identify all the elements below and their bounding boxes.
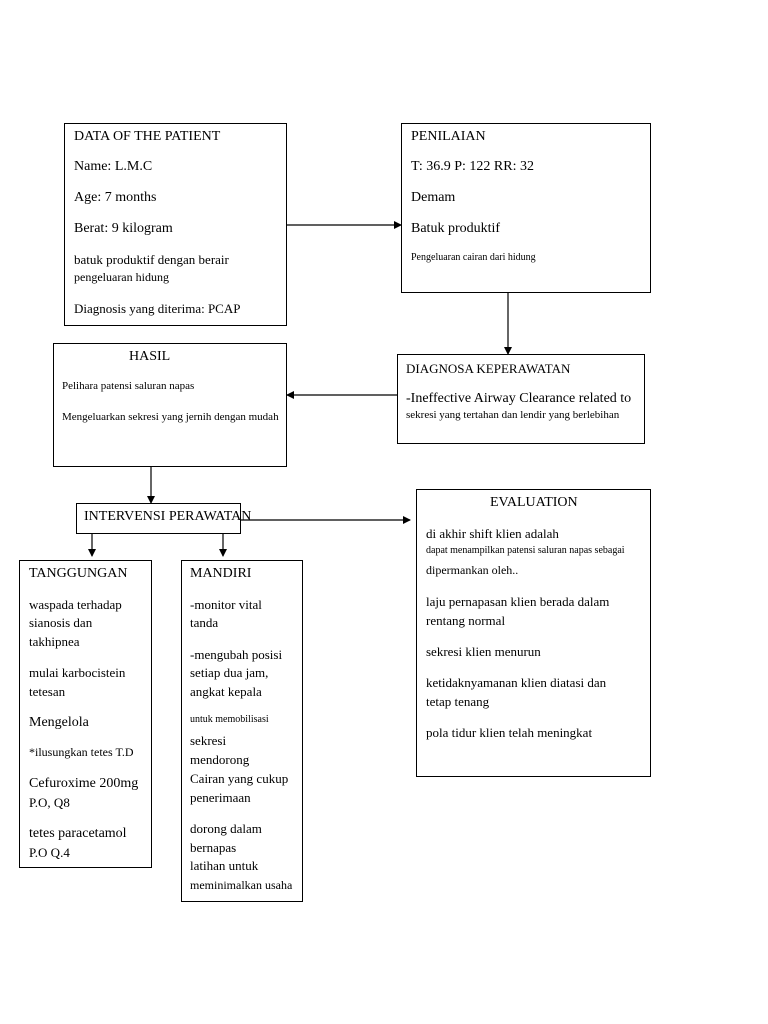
patient-complaint-1: batuk produktif dengan berair <box>74 252 229 267</box>
independent-line: Cairan yang cukup <box>190 771 289 786</box>
evaluation-line: tetap tenang <box>426 694 490 709</box>
intervention-box: INTERVENSI PERAWATAN <box>76 503 251 534</box>
patient-age: Age: 7 months <box>74 190 157 205</box>
outcome-line-2: Mengeluarkan sekresi yang jernih dengan … <box>62 411 279 423</box>
dependent-line: tetes paracetamol <box>29 826 127 841</box>
independent-line: sekresi <box>190 733 227 748</box>
evaluation-box: EVALUATION di akhir shift klien adalah d… <box>416 489 651 777</box>
nursing-diagnosis-title: DIAGNOSA KEPERAWATAN <box>406 361 571 376</box>
evaluation-line: ketidaknyamanan klien diatasi dan <box>426 675 607 690</box>
independent-line: latihan untuk <box>190 858 259 873</box>
dependent-title: TANGGUNGAN <box>29 566 128 581</box>
dependent-line: *ilusungkan tetes T.D <box>29 745 134 759</box>
nursing-diagnosis-box: DIAGNOSA KEPERAWATAN -Ineffective Airway… <box>397 354 645 444</box>
assessment-item-fever: Demam <box>411 190 456 205</box>
evaluation-line: sekresi klien menurun <box>426 644 541 659</box>
assessment-item-cough: Batuk produktif <box>411 221 501 236</box>
evaluation-title: EVALUATION <box>490 495 578 510</box>
independent-title: MANDIRI <box>190 566 252 581</box>
evaluation-line: laju pernapasan klien berada dalam <box>426 594 610 609</box>
dependent-line: waspada terhadap <box>29 597 122 612</box>
independent-line: -mengubah posisi <box>190 647 283 662</box>
independent-line: penerimaan <box>190 790 251 805</box>
assessment-vitals: T: 36.9 P: 122 RR: 32 <box>411 159 534 174</box>
dependent-line: tetesan <box>29 684 66 699</box>
dependent-line: sianosis dan <box>29 615 93 630</box>
independent-line: mendorong <box>190 752 250 767</box>
dependent-line: Cefuroxime 200mg <box>29 776 139 791</box>
dependent-line: P.O, Q8 <box>29 795 70 810</box>
patient-complaint-2: pengeluaran hidung <box>74 270 169 284</box>
patient-diagnosis: Diagnosis yang diterima: PCAP <box>74 301 241 316</box>
patient-data-box: DATA OF THE PATIENT Name: L.M.C Age: 7 m… <box>64 123 287 326</box>
dependent-line: mulai karbocistein <box>29 665 126 680</box>
evaluation-line: dipermankan oleh.. <box>426 563 519 577</box>
evaluation-line: pola tidur klien telah meningkat <box>426 725 593 740</box>
nursing-diagnosis-line-1: -Ineffective Airway Clearance related to <box>406 391 632 406</box>
independent-line: setiap dua jam, <box>190 665 269 680</box>
assessment-box: PENILAIAN T: 36.9 P: 122 RR: 32 Demam Ba… <box>401 123 651 293</box>
independent-box: MANDIRI -monitor vital tanda -mengubah p… <box>181 560 303 902</box>
evaluation-line: rentang normal <box>426 613 506 628</box>
independent-line: meminimalkan usaha <box>190 878 293 892</box>
patient-weight: Berat: 9 kilogram <box>74 221 173 236</box>
independent-line: dorong dalam <box>190 821 262 836</box>
nursing-diagnosis-line-2: sekresi yang tertahan dan lendir yang be… <box>406 409 620 421</box>
independent-line: tanda <box>190 615 219 630</box>
dependent-line: takhipnea <box>29 634 80 649</box>
dependent-box: TANGGUNGAN waspada terhadap sianosis dan… <box>19 560 152 868</box>
evaluation-line: dapat menampilkan patensi saluran napas … <box>426 545 625 556</box>
independent-line: angkat kepala <box>190 684 262 699</box>
outcome-box: HASIL Pelihara patensi saluran napas Men… <box>53 343 287 467</box>
independent-line: untuk memobilisasi <box>190 714 269 725</box>
independent-line: -monitor vital <box>190 597 262 612</box>
dependent-line: Mengelola <box>29 715 89 730</box>
patient-title: DATA OF THE PATIENT <box>74 129 221 144</box>
dependent-line: P.O Q.4 <box>29 845 70 860</box>
patient-name: Name: L.M.C <box>74 159 153 174</box>
intervention-title: INTERVENSI PERAWATAN <box>84 509 252 524</box>
evaluation-line: di akhir shift klien adalah <box>426 526 559 541</box>
independent-line: bernapas <box>190 840 237 855</box>
outcome-line-1: Pelihara patensi saluran napas <box>62 380 195 392</box>
outcome-title: HASIL <box>129 349 171 364</box>
assessment-title: PENILAIAN <box>411 129 486 144</box>
assessment-item-nasal: Pengeluaran cairan dari hidung <box>411 252 536 263</box>
